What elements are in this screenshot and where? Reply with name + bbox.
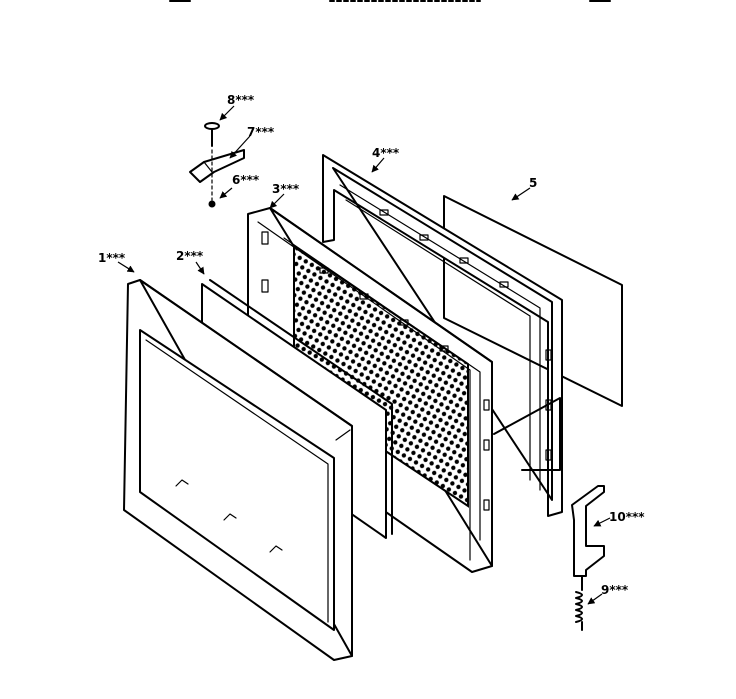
callout-4: 4*** <box>372 146 400 160</box>
frame-tabs <box>379 209 552 461</box>
callout-1: 1*** <box>98 251 126 265</box>
part-10-latch <box>571 485 605 577</box>
leader-lines <box>117 105 611 605</box>
callout-7: 7*** <box>247 125 275 139</box>
callout-6: 6*** <box>232 173 260 187</box>
callout-3: 3*** <box>272 182 300 196</box>
callout-labels: 1*** 2*** 3*** 4*** 5 6*** 7*** 8*** 9**… <box>98 93 645 597</box>
part-9-spring <box>575 575 583 631</box>
part-1-front-panel <box>123 279 353 661</box>
part-8-screw <box>204 122 220 147</box>
part-6-washer <box>208 200 216 208</box>
callout-9: 9*** <box>601 583 629 597</box>
callout-8: 8*** <box>227 93 255 107</box>
door-clips <box>261 231 490 511</box>
callout-5: 5 <box>529 176 537 190</box>
callout-2: 2*** <box>176 249 204 263</box>
part-4-door-frame <box>322 154 563 517</box>
callout-10: 10*** <box>609 510 645 524</box>
front-panel-tabs <box>175 479 283 553</box>
